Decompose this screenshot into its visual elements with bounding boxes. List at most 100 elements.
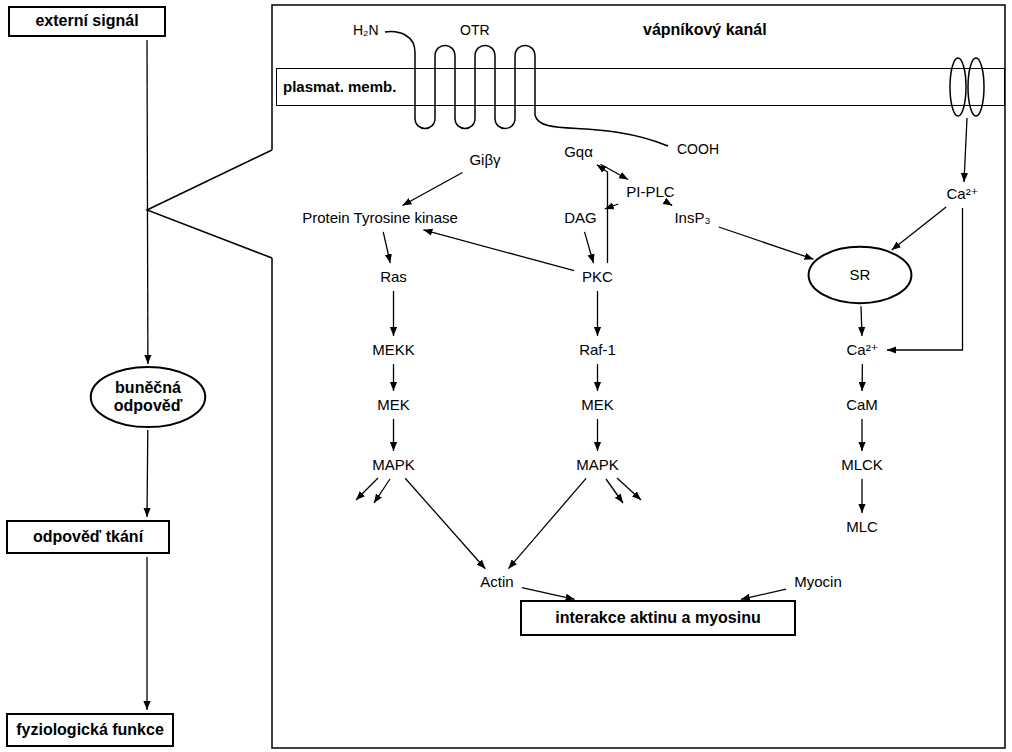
node-text: MAPK [576, 456, 619, 473]
molecule-label: PI-PLC [621, 181, 680, 203]
channel-label: vápníkový kanál [643, 21, 767, 39]
signal-arrow [671, 204, 672, 206]
signal-arrow [146, 557, 147, 710]
signal-arrow [741, 589, 786, 599]
node-text: fyziologická funkce [16, 721, 164, 739]
signal-arrow [601, 164, 629, 179]
zoom-panel [272, 5, 1005, 748]
node-text: Gqα [564, 143, 593, 160]
node-text: DAG [564, 209, 597, 226]
molecule-label: Raf-1 [574, 339, 621, 361]
molecule-label: Giβγ [464, 149, 506, 171]
molecule-label: MEK [576, 394, 619, 416]
process-box: odpověď tkání [6, 520, 170, 554]
calcium-influx-arrow [964, 118, 967, 182]
molecule-label: Ras [375, 266, 412, 288]
node-text: Protein Tyrosine kinase [302, 209, 458, 226]
membrane-band: plasmat. memb. [276, 68, 1005, 106]
molecule-label: PKC [577, 266, 618, 288]
signal-arrow [892, 207, 947, 250]
signal-arrow [146, 40, 148, 364]
node-text: Ras [380, 268, 407, 285]
node-text: Raf-1 [579, 341, 616, 358]
signal-arrow [597, 165, 608, 263]
signal-arrow [605, 204, 618, 209]
signal-arrow [393, 291, 394, 336]
molecule-label: Protein Tyrosine kinase [297, 207, 463, 229]
molecule-label: MEK [372, 394, 415, 416]
receptor-label: OTR [460, 22, 490, 38]
node-text: plasmat. memb. [283, 78, 396, 95]
node-text: MAPK [372, 456, 415, 473]
signal-arrow [393, 364, 394, 391]
node-text: MLCK [841, 456, 883, 473]
node-text: CaM [846, 396, 878, 413]
node-text: externí signál [35, 12, 138, 30]
node-text: PI-PLC [626, 183, 674, 200]
branch-arrow [356, 478, 378, 500]
signal-arrow [522, 588, 575, 600]
node-text: MEKK [372, 341, 415, 358]
molecule-label: MLCK [836, 454, 888, 476]
signal-arrow [423, 230, 574, 271]
molecule-label: MAPK [571, 454, 624, 476]
zoom-bracket [147, 150, 272, 258]
node-text: Ca²⁺ [946, 185, 978, 202]
molecule-label: InsP₃ [669, 207, 716, 229]
ellipse-outline [809, 247, 912, 303]
terminus-label: H₂N [353, 22, 379, 38]
node-text: interakce aktinu a myosinu [555, 609, 760, 627]
signal-arrow [861, 419, 862, 451]
node-text: buněčná odpověď [108, 379, 188, 416]
signal-arrow [861, 364, 863, 391]
signal-arrow [861, 479, 862, 513]
node-text: Ca²⁺ [846, 341, 878, 358]
signal-arrow [597, 291, 598, 336]
channel-subunit [968, 58, 984, 116]
molecule-label: Ca²⁺ [941, 183, 984, 205]
signal-arrow [405, 478, 485, 569]
receptor-chain [385, 32, 668, 146]
node-text: Actin [480, 573, 513, 590]
molecule-label: DAG [559, 207, 602, 229]
signal-arrow [719, 227, 814, 259]
ellipse-node: buněčná odpověď [89, 365, 207, 429]
node-text: MLC [846, 518, 878, 535]
organelle-ellipse: SR [807, 245, 913, 305]
molecule-label: MAPK [367, 454, 420, 476]
node-text: odpověď tkání [33, 528, 143, 546]
node-text: PKC [582, 268, 613, 285]
signal-arrow [597, 364, 598, 391]
channel-subunit [950, 58, 966, 116]
node-text: InsP₃ [674, 209, 710, 226]
branch-arrow [374, 479, 390, 503]
signal-arrow [887, 208, 963, 350]
branch-arrow [606, 479, 623, 503]
molecule-label: Myocin [789, 571, 847, 593]
signal-arrow [403, 173, 463, 206]
molecule-label: Ca²⁺ [841, 339, 884, 361]
signal-arrow [861, 306, 862, 336]
molecule-label: MLC [841, 516, 883, 538]
node-text: SR [850, 266, 871, 283]
node-text: Myocin [794, 573, 842, 590]
signal-arrow [146, 430, 148, 517]
signal-arrow [383, 232, 390, 263]
signal-arrow [597, 419, 598, 451]
process-box: externí signál [8, 6, 166, 37]
node-text: MEK [581, 396, 614, 413]
branch-arrow [617, 478, 641, 500]
node-text: Giβγ [469, 151, 500, 168]
signal-arrow [508, 478, 586, 568]
molecule-label: Actin [475, 571, 519, 593]
terminus-label: COOH [677, 141, 719, 157]
ellipse-outline [91, 367, 205, 427]
molecule-label: MEKK [367, 339, 420, 361]
process-box: fyziologická funkce [6, 713, 174, 747]
molecule-label: CaM [841, 394, 883, 416]
node-text: MEK [377, 396, 410, 413]
molecule-label: Gqα [559, 141, 598, 163]
